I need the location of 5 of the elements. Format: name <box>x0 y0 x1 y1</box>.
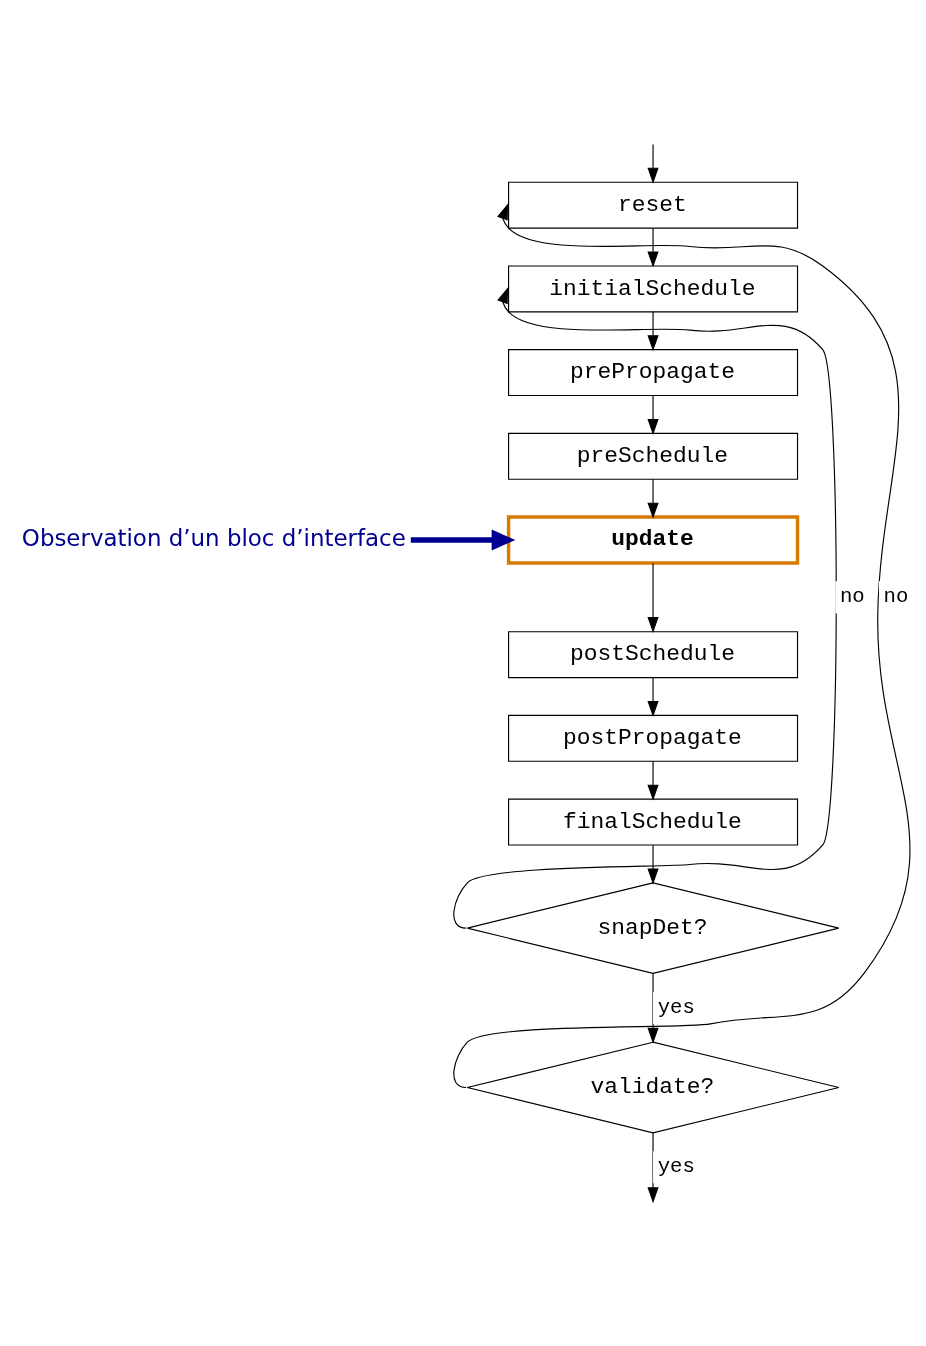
node-text: Observation d’un bloc d’interface <box>21 524 406 551</box>
edge-label: no <box>839 585 865 609</box>
edge-label: yes <box>657 995 695 1019</box>
edge-label: yes <box>657 1155 695 1179</box>
edge-label: no <box>883 585 909 609</box>
